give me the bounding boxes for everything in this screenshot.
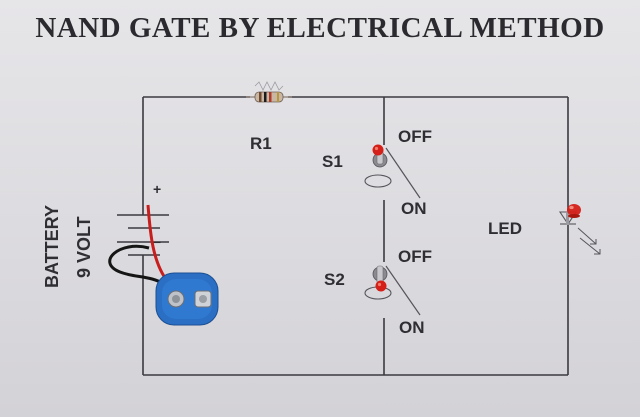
led-label: LED bbox=[488, 219, 522, 238]
battery-minus-sign: − bbox=[153, 234, 162, 250]
switch-s2-on-label: ON bbox=[399, 318, 425, 337]
switch-s1-on-label: ON bbox=[401, 199, 427, 218]
battery-voltage-label: 9 VOLT bbox=[74, 216, 94, 278]
battery-plus-sign: + bbox=[153, 181, 162, 197]
battery-label: BATTERY bbox=[42, 205, 62, 288]
toggle-switch-icon[interactable] bbox=[364, 144, 421, 199]
battery-clip-icon bbox=[108, 204, 219, 326]
toggle-switch-icon[interactable] bbox=[364, 265, 421, 316]
switch-s1-off-label: OFF bbox=[398, 127, 432, 146]
switch-s2-off-label: OFF bbox=[398, 247, 432, 266]
switch-s1-label: S1 bbox=[322, 152, 343, 171]
circuit-wires bbox=[142, 96, 569, 376]
led-icon bbox=[558, 204, 601, 255]
resistor-label: R1 bbox=[250, 134, 272, 153]
resistor-icon bbox=[246, 81, 292, 103]
diagram-title: NAND GATE BY ELECTRICAL METHOD bbox=[35, 12, 605, 44]
switch-s2-label: S2 bbox=[324, 270, 345, 289]
